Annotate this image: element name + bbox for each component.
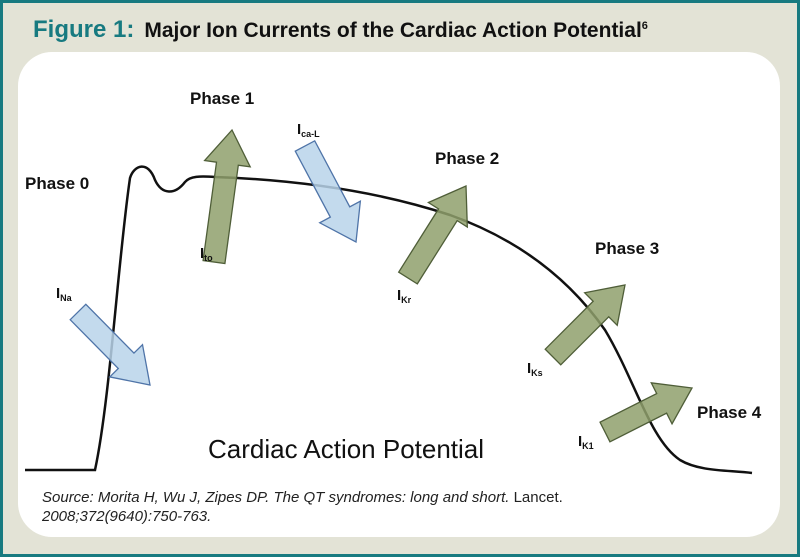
source-text: Source: Morita H, Wu J, Zipes DP. The QT…: [42, 489, 510, 506]
current-ik1-label: IK1: [578, 433, 594, 451]
arrow-ina-icon: [69, 303, 151, 386]
phase-0-label: Phase 0: [25, 174, 89, 193]
phase-3-label: Phase 3: [595, 239, 659, 258]
source-citation: Source: Morita H, Wu J, Zipes DP. The QT…: [42, 488, 762, 526]
figure-title-text: Major Ion Currents of the Cardiac Action…: [144, 19, 642, 42]
phase-4-label: Phase 4: [697, 403, 762, 422]
current-ito-label: Ito: [200, 245, 213, 263]
diagram-panel: [18, 52, 780, 537]
arrow-iks-icon: [544, 284, 626, 366]
current-iks-label: IKs: [527, 360, 543, 378]
figure-title: Figure 1: Major Ion Currents of the Cardi…: [33, 16, 648, 44]
phase-2-label: Phase 2: [435, 149, 499, 168]
source-citation-ref: 2008;372(9640):750-763.: [42, 508, 212, 525]
action-potential-curve: [25, 165, 753, 475]
footnote-ref: 6: [641, 20, 648, 32]
diagram-caption: Cardiac Action Potential: [208, 434, 484, 464]
arrow-ical-icon: [294, 139, 362, 244]
arrow-ikr-icon: [397, 185, 469, 285]
current-ikr-label: IKr: [397, 287, 412, 305]
current-ical-label: Ica-L: [297, 121, 320, 139]
source-journal: Lancet.: [513, 489, 563, 506]
current-ina-label: INa: [56, 285, 73, 303]
figure-label: Figure 1:: [33, 16, 135, 43]
arrow-ik1-icon: [599, 382, 694, 443]
arrow-ito-icon: [202, 128, 252, 265]
phase-1-label: Phase 1: [190, 89, 254, 108]
